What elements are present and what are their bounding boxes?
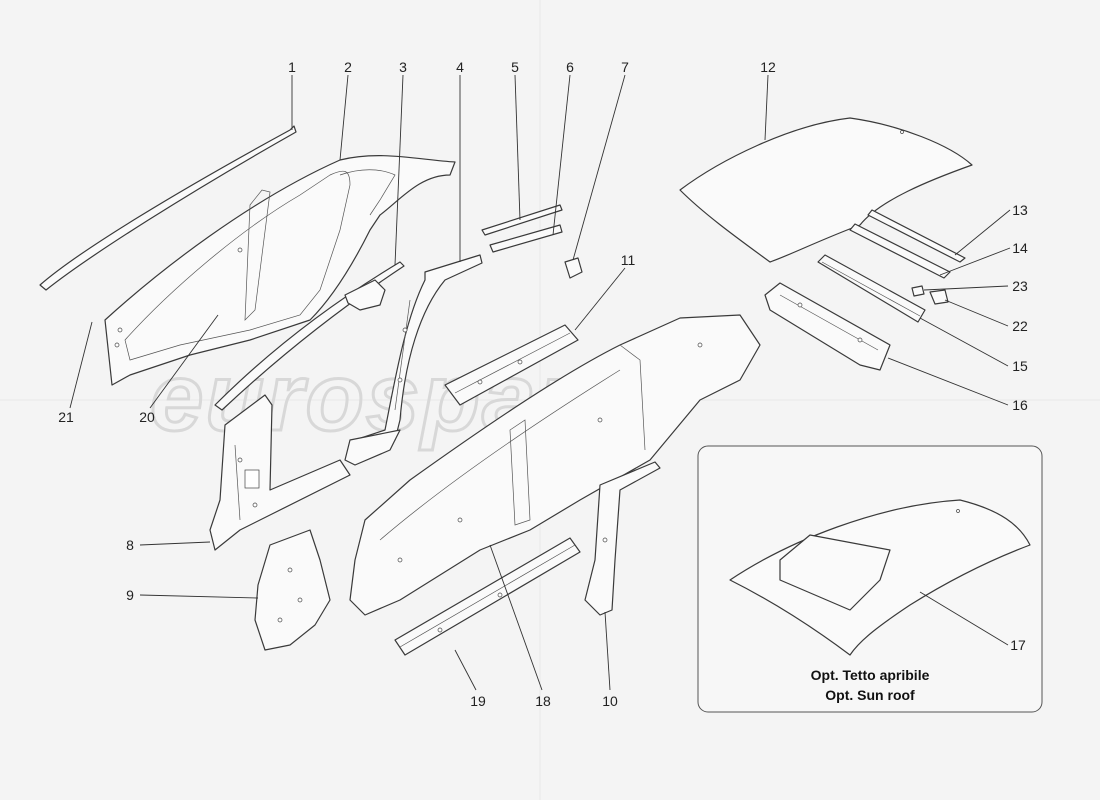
callout-20: 20 <box>139 409 155 425</box>
callout-5: 5 <box>511 59 519 75</box>
leader-19 <box>454 649 477 691</box>
leader-23 <box>923 285 1009 291</box>
callout-13: 13 <box>1012 202 1028 218</box>
part-16-cross-member <box>764 282 891 371</box>
part-18-side-frame-inner <box>349 314 761 616</box>
callout-16: 16 <box>1012 397 1028 413</box>
callout-14: 14 <box>1012 240 1028 256</box>
callout-15: 15 <box>1012 358 1028 374</box>
inset-caption-english: Opt. Sun roof <box>825 687 915 703</box>
leader-2 <box>339 74 349 161</box>
callout-22: 22 <box>1012 318 1028 334</box>
leader-18 <box>489 544 543 691</box>
part-19-rocker-sill <box>394 537 581 656</box>
leader-6 <box>552 74 571 236</box>
callout-4: 4 <box>456 59 464 75</box>
part-6-rail <box>489 224 563 253</box>
part-8-a-pillar-lower <box>209 394 351 551</box>
callout-9: 9 <box>126 587 134 603</box>
callout-8: 8 <box>126 537 134 553</box>
callout-7: 7 <box>621 59 629 75</box>
leader-20 <box>149 314 219 409</box>
part-22-bracket <box>929 289 949 305</box>
callout-labels: 1 2 3 4 5 6 7 11 12 13 14 23 22 15 16 17… <box>58 59 1028 709</box>
inset-caption-italian: Opt. Tetto apribile <box>811 667 930 683</box>
callout-18: 18 <box>535 693 551 709</box>
part-10-pillar-reinforcement <box>584 461 661 616</box>
part-17-sunroof-panel <box>729 499 1031 656</box>
callout-12: 12 <box>760 59 776 75</box>
leader-14 <box>939 247 1011 276</box>
part-23-clip <box>911 285 925 297</box>
callout-17: 17 <box>1010 637 1026 653</box>
leader-16 <box>887 357 1009 406</box>
leader-15 <box>919 317 1009 367</box>
callout-10: 10 <box>602 693 618 709</box>
leader-13 <box>954 209 1011 256</box>
part-12-roof-panel <box>679 117 973 263</box>
part-5-rail <box>481 204 563 236</box>
part-15-roof-bow <box>817 254 926 323</box>
callout-6: 6 <box>566 59 574 75</box>
leader-5 <box>514 74 521 221</box>
leader-lines <box>69 74 1011 691</box>
part-4-b-pillar-inner <box>344 254 483 466</box>
callout-1: 1 <box>288 59 296 75</box>
leader-7 <box>572 74 626 261</box>
sunroof-inset: Opt. Tetto apribile Opt. Sun roof <box>697 445 1043 713</box>
part-3-inner-roof-rail <box>214 261 405 411</box>
leader-3 <box>394 74 404 266</box>
part-2-side-frame-outer <box>104 155 456 386</box>
leader-12 <box>764 74 769 141</box>
callout-23: 23 <box>1012 278 1028 294</box>
part-7-bracket <box>564 257 583 279</box>
part-9-inner-panel <box>254 529 331 651</box>
callout-2: 2 <box>344 59 352 75</box>
leader-9 <box>139 594 259 599</box>
part-1-roof-rail <box>39 125 297 291</box>
leader-8 <box>139 541 211 546</box>
leader-22 <box>944 299 1009 327</box>
callout-11: 11 <box>621 252 636 268</box>
leader-17 <box>919 591 1009 646</box>
leader-11 <box>574 267 626 331</box>
callout-21: 21 <box>58 409 74 425</box>
part-13-roof-bow <box>867 209 966 263</box>
part-14-roof-bow <box>849 223 951 279</box>
callout-3: 3 <box>399 59 407 75</box>
leader-10 <box>604 611 611 691</box>
leader-21 <box>69 321 93 409</box>
part-11-sill-reinforcement <box>444 324 579 406</box>
callout-19: 19 <box>470 693 486 709</box>
